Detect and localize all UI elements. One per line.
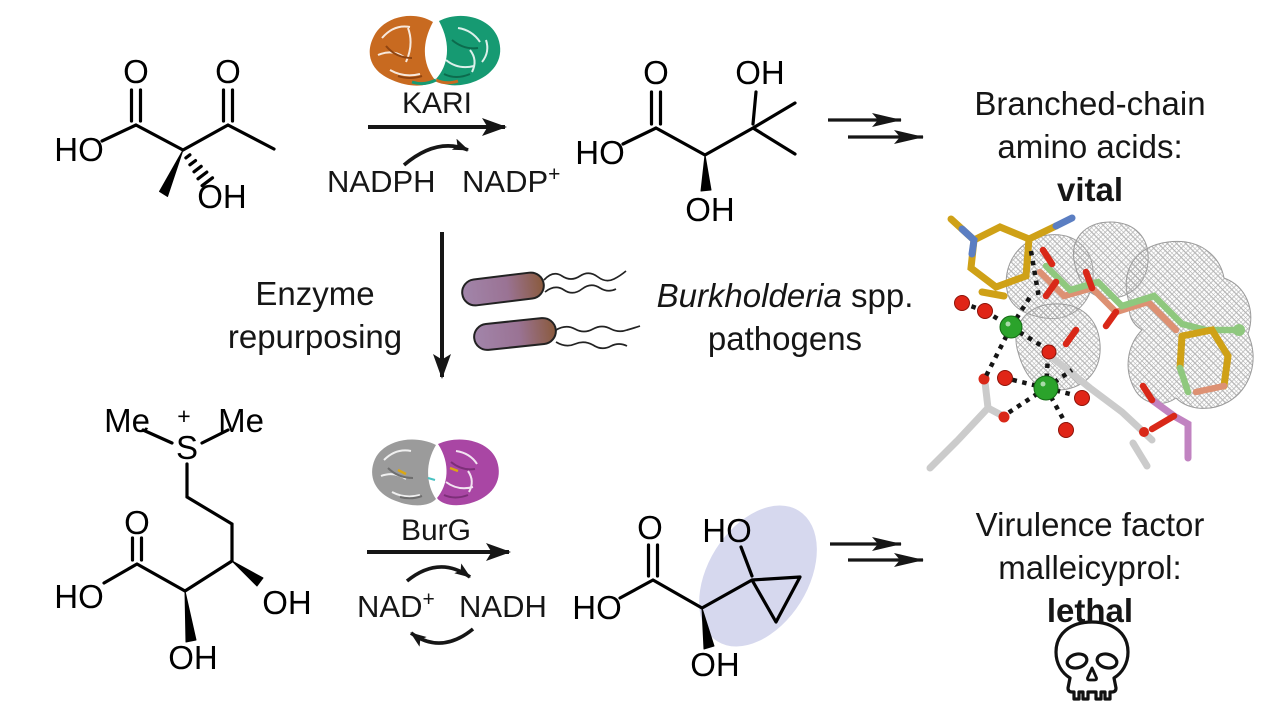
bacterium-icon bbox=[461, 270, 627, 307]
flagellum bbox=[555, 341, 628, 350]
skull-nose bbox=[1086, 666, 1098, 682]
cofactor-nadp-plus: NADP+ bbox=[462, 163, 560, 199]
molecule-acetolactate: O O HO OH bbox=[54, 53, 276, 215]
pathogens-label: Burkholderia spp. pathogens bbox=[640, 274, 930, 360]
enzyme-repurposing-label: Enzyme repurposing bbox=[215, 272, 415, 358]
stereo-wedge-bond bbox=[701, 607, 715, 650]
atom-label: O bbox=[123, 53, 149, 90]
electron-density-panel bbox=[926, 214, 1254, 472]
molecule-dihydroxyisovalerate: O OH HO OH bbox=[575, 54, 797, 228]
atom-label: OH bbox=[690, 646, 740, 683]
charge-label: + bbox=[177, 403, 190, 429]
stereo-hash-bond bbox=[184, 153, 215, 188]
flagellum bbox=[555, 325, 641, 333]
cofactor-nadh: NADH bbox=[459, 589, 547, 624]
cofactor-nad-plus: NAD+ bbox=[357, 588, 435, 624]
water-spheres bbox=[954, 295, 1090, 438]
repurposing-line: Enzyme bbox=[255, 275, 375, 312]
outcome-bottom-text: Virulence factor malleicyprol: lethal bbox=[945, 503, 1235, 632]
magnesium-ion-spheres bbox=[999, 315, 1059, 401]
stereo-wedge-bond bbox=[159, 149, 184, 197]
outcome-line: Virulence factor bbox=[975, 506, 1205, 543]
genus-name: Burkholderia bbox=[656, 277, 842, 314]
atom-label: HO bbox=[575, 134, 625, 171]
stereo-wedge-bond bbox=[184, 590, 197, 643]
atom-label: OH bbox=[735, 54, 785, 91]
stereo-wedge-bond bbox=[700, 154, 712, 192]
atom-label: Me bbox=[218, 402, 264, 439]
flagellum bbox=[543, 270, 627, 282]
atom-label: O bbox=[215, 53, 241, 90]
solvent-sticks bbox=[926, 351, 1192, 472]
ligand-terminal-atom bbox=[1233, 324, 1245, 336]
flagellum bbox=[544, 284, 617, 294]
outcome-line: amino acids: bbox=[997, 128, 1183, 165]
atom-label: HO bbox=[54, 578, 104, 615]
kari-protein-ribbon-icon bbox=[369, 15, 501, 86]
molecule-sulfonium-substrate: Me + Me S O HO OH OH bbox=[54, 402, 312, 676]
atom-label: Me bbox=[104, 402, 150, 439]
nicotinamide-sticks bbox=[947, 214, 1076, 300]
atom-label: HO bbox=[572, 589, 622, 626]
bacterium-body bbox=[473, 317, 557, 351]
atom-label: OH bbox=[262, 584, 312, 621]
molecule-cyclopropanol-product: O HO HO OH bbox=[572, 505, 817, 683]
skull-icon bbox=[1054, 620, 1130, 701]
enzyme-label-burg: BurG bbox=[401, 514, 471, 547]
skull-eye bbox=[1065, 652, 1089, 670]
enzyme-label-kari: KARI bbox=[402, 87, 472, 120]
outcome-line: malleicyprol: bbox=[998, 549, 1182, 586]
atom-label: S bbox=[176, 429, 198, 466]
cyclopropane-highlight-ellipse bbox=[699, 505, 817, 647]
atom-label: O bbox=[643, 54, 669, 91]
atom-label: O bbox=[637, 509, 663, 546]
cofactor-cycle-arrow-bottom bbox=[409, 627, 475, 647]
bacterium-body bbox=[461, 271, 545, 307]
ligand-sticks bbox=[1036, 246, 1245, 396]
atom-label: OH bbox=[197, 178, 247, 215]
cyclopropane-ring bbox=[750, 575, 802, 624]
burg-protein-ribbon-icon bbox=[372, 439, 499, 506]
pathogens-line: Burkholderia spp. bbox=[640, 274, 930, 317]
outcome-emphasis: vital bbox=[1056, 171, 1124, 208]
bacterium-icon bbox=[473, 317, 641, 351]
atom-label: HO bbox=[702, 512, 752, 549]
cofactor-cycle-arrow-top bbox=[405, 563, 472, 583]
stereo-wedge-bond bbox=[231, 560, 264, 587]
repurposing-line: repurposing bbox=[227, 318, 403, 355]
atom-label: OH bbox=[168, 639, 218, 676]
outcome-emphasis: lethal bbox=[1046, 592, 1134, 629]
cofactor-curved-arrow bbox=[402, 138, 469, 167]
outcome-top-text: Branched-chain amino acids: vital bbox=[945, 82, 1235, 211]
species-suffix: spp. bbox=[841, 277, 914, 314]
atom-label: OH bbox=[685, 191, 735, 228]
atom-label: O bbox=[124, 504, 150, 541]
pathogens-line: pathogens bbox=[707, 320, 863, 357]
double-arrow-top bbox=[828, 113, 924, 144]
outcome-line: Branched-chain bbox=[974, 85, 1206, 122]
double-arrow-bottom bbox=[830, 537, 924, 567]
cofactor-nadph: NADPH bbox=[327, 164, 436, 199]
atom-label: HO bbox=[54, 131, 104, 168]
skull-eye bbox=[1095, 652, 1119, 670]
coordination-dashed-bonds bbox=[961, 250, 1079, 426]
